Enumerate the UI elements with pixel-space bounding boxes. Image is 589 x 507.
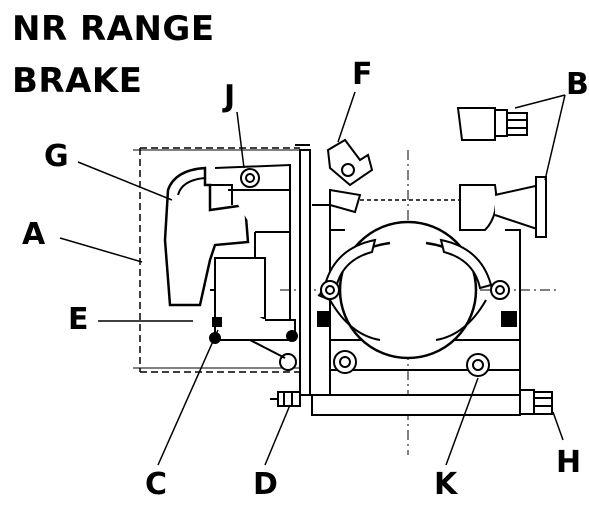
leader-lines [59,91,566,466]
coil-block [209,232,298,371]
armature-screw [240,168,260,188]
label-d: D [253,467,278,502]
label-e: E [68,302,89,337]
label-b: B [566,67,589,102]
magnet-cover [163,163,291,307]
manual-release-lever [326,138,374,214]
label-c: C [145,467,168,502]
diagram-title-line-2: BRAKE [12,61,143,101]
label-k: K [434,467,458,502]
spare-adjuster-fitting [456,107,528,141]
bottom-fitting [519,389,553,415]
diagram-title-line-1: NR RANGE [12,9,215,49]
label-f: F [352,57,373,92]
top-arm [360,176,547,238]
cover-outline [139,147,300,373]
brake-shoes [323,238,493,290]
brake-frame [295,144,521,416]
wear-adjuster-nut [270,391,301,407]
pivot-bolts [317,280,517,377]
label-a: A [22,217,46,252]
brake-drum [317,220,498,360]
label-j: J [224,79,236,114]
label-g: G [44,139,69,174]
label-h: H [556,445,582,480]
